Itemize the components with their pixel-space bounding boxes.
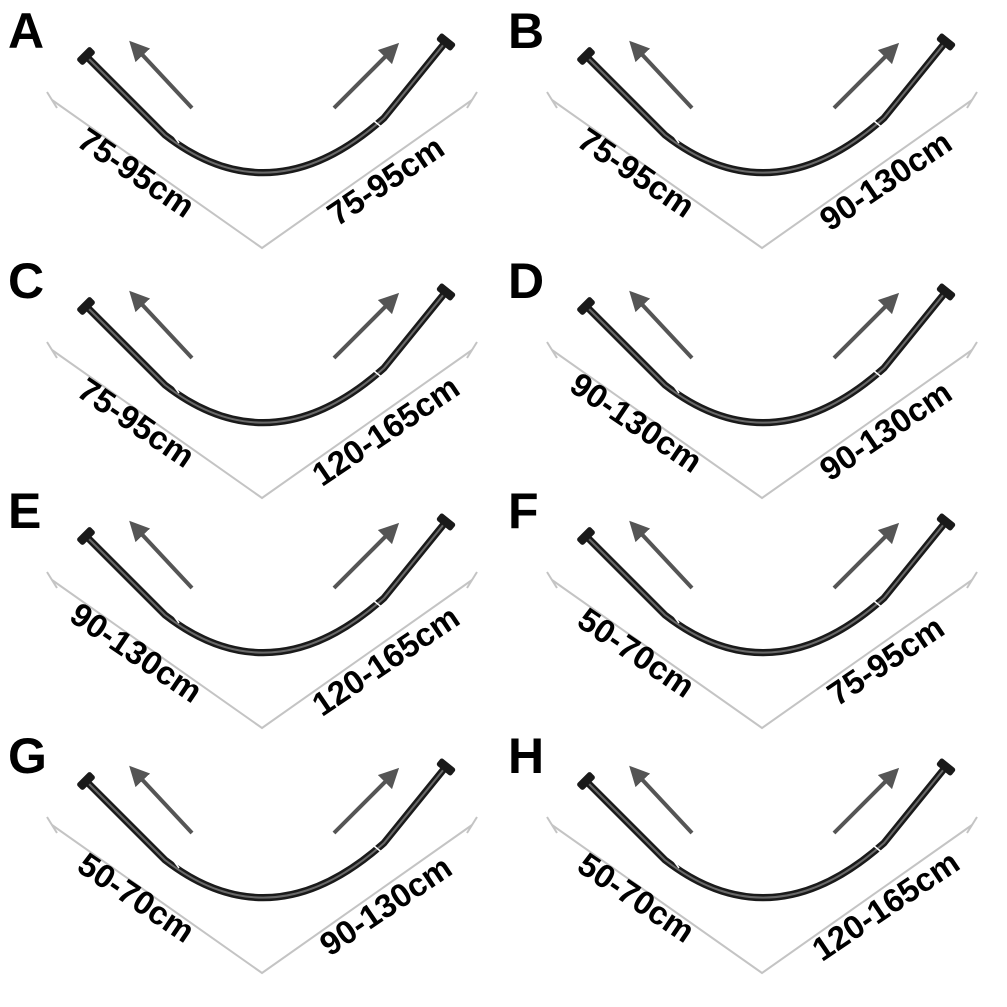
panel-d-right-range-label: 90-130cm (813, 373, 958, 488)
panel-f-right-range-label: 75-95cm (820, 608, 950, 713)
panel-a-letter: A (8, 3, 44, 59)
panel-d-guide-tick-right (966, 341, 978, 359)
panel-c-guide-tick-left (46, 341, 58, 359)
panel-b: B 75-95cm 90-130cm (508, 3, 978, 250)
panel-g-guide-tick-right (466, 816, 478, 834)
panel-b-curved-rod-icon (577, 33, 956, 177)
panel-a-curved-rod-icon (77, 33, 456, 177)
panel-f-extend-left-arrow-icon (629, 520, 694, 590)
panel-f-dimension-guide (551, 579, 973, 730)
panel-d-extend-left-arrow-icon (629, 290, 694, 360)
panel-a-extend-left-arrow-icon (129, 40, 194, 110)
panel-b-dimension-guide (551, 99, 973, 250)
panel-c-extend-left-arrow-icon (129, 290, 194, 360)
panel-e-letter: E (8, 483, 41, 539)
panel-g-right-range-label: 90-130cm (313, 848, 458, 963)
panel-f: F 50-70cm 75-95cm (508, 483, 978, 730)
panel-e: E 90-130cm 120-165cm (8, 483, 478, 730)
panel-e-curved-rod-icon (77, 513, 456, 657)
panel-f-letter: F (508, 483, 539, 539)
panel-d-dimension-guide (551, 349, 973, 500)
panel-d-letter: D (508, 253, 544, 309)
panel-d-extend-right-arrow-icon (832, 292, 900, 360)
panel-e-dimension-guide (51, 579, 473, 730)
panel-a-guide-tick-left (46, 91, 58, 109)
panel-b-left-range-label: 75-95cm (571, 120, 701, 225)
panel-h-extend-right-arrow-icon (832, 767, 900, 835)
panel-h-letter: H (508, 728, 544, 784)
panel-c-right-range-label: 120-165cm (305, 368, 466, 493)
panel-e-left-range-label: 90-130cm (64, 595, 209, 710)
panel-b-extend-right-arrow-icon (832, 42, 900, 110)
panel-c-extend-right-arrow-icon (332, 292, 400, 360)
panel-g-letter: G (8, 728, 47, 784)
panel-a: A 75-95cm 75-95cm (8, 3, 478, 250)
panel-d-curved-rod-icon (577, 283, 956, 427)
panel-g-curved-rod-icon (77, 758, 456, 902)
panel-e-extend-left-arrow-icon (129, 520, 194, 590)
panel-c-guide-tick-right (466, 341, 478, 359)
panel-h-guide-tick-right (966, 816, 978, 834)
panel-b-guide-tick-right (966, 91, 978, 109)
panel-g-extend-right-arrow-icon (332, 767, 400, 835)
panel-h-right-range-label: 120-165cm (805, 843, 966, 968)
panel-g: G 50-70cm 90-130cm (8, 728, 478, 975)
panel-b-guide-tick-left (546, 91, 558, 109)
panel-e-guide-tick-right (466, 571, 478, 589)
panel-g-guide-tick-left (46, 816, 58, 834)
panel-f-extend-right-arrow-icon (832, 522, 900, 590)
panel-g-dimension-guide (51, 824, 473, 975)
panel-a-guide-tick-right (466, 91, 478, 109)
panel-e-extend-right-arrow-icon (332, 522, 400, 590)
panel-b-right-range-label: 90-130cm (813, 123, 958, 238)
panel-d: D 90-130cm 90-130cm (508, 253, 978, 500)
panel-a-right-range-label: 75-95cm (320, 128, 450, 233)
panel-b-letter: B (508, 3, 544, 59)
panel-h-curved-rod-icon (577, 758, 956, 902)
panel-a-dimension-guide (51, 99, 473, 250)
panel-d-guide-tick-left (546, 341, 558, 359)
panel-h-guide-tick-left (546, 816, 558, 834)
panel-b-extend-left-arrow-icon (629, 40, 694, 110)
panel-c: C 75-95cm 120-165cm (8, 253, 478, 500)
panel-h-extend-left-arrow-icon (629, 765, 694, 835)
panel-h-left-range-label: 50-70cm (571, 845, 701, 950)
panel-c-curved-rod-icon (77, 283, 456, 427)
panel-a-extend-right-arrow-icon (332, 42, 400, 110)
panel-f-left-range-label: 50-70cm (571, 600, 701, 705)
panel-h-dimension-guide (551, 824, 973, 975)
panel-c-dimension-guide (51, 349, 473, 500)
panel-f-guide-tick-right (966, 571, 978, 589)
panel-d-left-range-label: 90-130cm (564, 365, 709, 480)
panel-c-left-range-label: 75-95cm (71, 370, 201, 475)
panel-e-guide-tick-left (46, 571, 58, 589)
panel-f-curved-rod-icon (577, 513, 956, 657)
panel-c-letter: C (8, 253, 44, 309)
panel-g-extend-left-arrow-icon (129, 765, 194, 835)
panel-a-left-range-label: 75-95cm (71, 120, 201, 225)
panel-h: H 50-70cm 120-165cm (508, 728, 978, 975)
panel-e-right-range-label: 120-165cm (305, 598, 466, 723)
panel-g-left-range-label: 50-70cm (71, 845, 201, 950)
panel-f-guide-tick-left (546, 571, 558, 589)
